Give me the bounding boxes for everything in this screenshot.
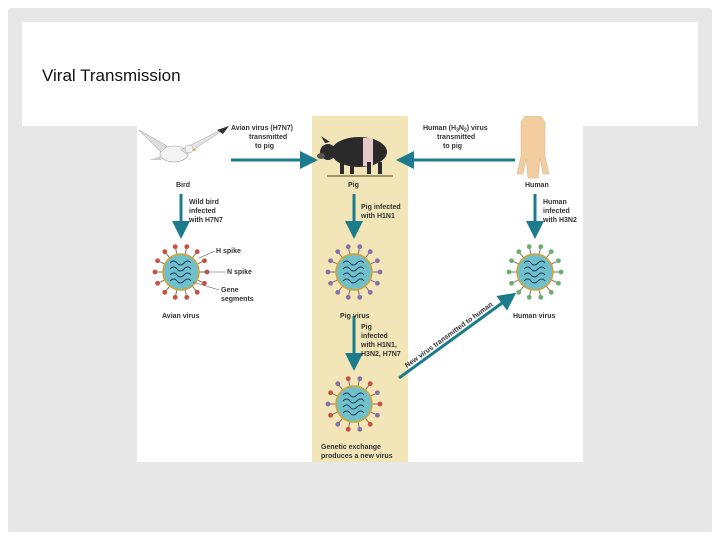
virus-spike-tip <box>548 289 554 295</box>
virus-spike-tip <box>509 280 514 286</box>
human-icon <box>516 115 550 179</box>
virus-spike-tip <box>367 249 373 255</box>
human-infected-text: Human infected with H3N2 <box>542 199 577 224</box>
virus-spike-tip <box>335 421 341 427</box>
virus-spike-tip <box>328 258 333 264</box>
virus-spike-tip <box>202 280 207 286</box>
pig-multi-infected-text: Pig infected with H1N1, H3N2, H7N7 <box>360 324 401 358</box>
virus-spike-tip <box>162 289 168 295</box>
virus-spike-tip <box>328 390 333 396</box>
virus-spike-tip <box>558 269 564 275</box>
bird-icon <box>138 125 230 163</box>
human-virus-particle <box>506 244 564 300</box>
virus-spike-tip <box>194 249 200 255</box>
virus-spike-tip <box>184 244 190 250</box>
new-virus-text: New virus transmitted to human <box>404 301 494 369</box>
virus-spike-tip <box>335 249 341 255</box>
h-spike-callout <box>198 250 216 259</box>
virus-spike-tip <box>367 381 373 387</box>
virus-spike-tip <box>172 244 178 250</box>
virus-spike-tip <box>526 244 532 250</box>
virus-spike-tip <box>367 289 373 295</box>
virus-spike-tip <box>194 289 200 295</box>
virus-spike-tip <box>506 269 512 275</box>
gene-segments <box>169 260 192 284</box>
virus-spike-tip <box>328 280 333 286</box>
virus-spike-tip <box>377 269 383 275</box>
virus-spike-tip <box>345 294 351 300</box>
pig-label: Pig <box>348 182 359 189</box>
virus-envelope <box>335 253 373 291</box>
title-area <box>22 22 698 126</box>
transmission-diagram: Bird Pig Human Avian virus (H7N7) transm… <box>138 115 577 462</box>
gene-segments <box>342 260 365 284</box>
gene-segments-label: Gene segments <box>221 287 254 303</box>
virus-spike-tip <box>328 412 333 418</box>
virus-spike-tip <box>516 289 522 295</box>
human-label: Human <box>525 182 549 189</box>
virus-spike-tip <box>538 294 544 300</box>
virus-spike-tip <box>152 269 158 275</box>
virus-spike-tip <box>548 249 554 255</box>
virus-spike-tip <box>509 258 514 264</box>
virus-spike-tip <box>375 390 380 396</box>
pig-icon <box>317 136 393 177</box>
virus-spike-tip <box>516 249 522 255</box>
virus-spike-tip <box>335 381 341 387</box>
virus-spike-tip <box>345 376 351 382</box>
wild-bird-text: Wild bird infected with H7N7 <box>188 199 223 224</box>
pig-virus-particle <box>325 244 383 300</box>
virus-spike-tip <box>526 294 532 300</box>
virus-spike-tip <box>357 244 363 250</box>
pig-infected-text: Pig infected with H1N1 <box>360 204 403 220</box>
virus-spike-tip <box>325 269 331 275</box>
virus-spike-tip <box>377 401 383 407</box>
arrow-new-virus-to-human <box>398 292 517 380</box>
virus-spike-tip <box>345 244 351 250</box>
slide-title: Viral Transmission <box>42 66 181 85</box>
virus-spike-tip <box>172 294 178 300</box>
gene-segments <box>342 392 365 416</box>
virus-spike-tip <box>162 249 168 255</box>
human-virus-label: Human virus <box>513 313 556 320</box>
virus-spike-tip <box>155 258 160 264</box>
virus-spike-tip <box>375 280 380 286</box>
virus-envelope <box>335 385 373 423</box>
virus-spike-tip <box>556 280 561 286</box>
virus-spike-tip <box>357 426 363 432</box>
virus-spike-tip <box>335 289 341 295</box>
n-spike-label: N spike <box>227 269 252 276</box>
genetic-exchange-text: Genetic exchange produces a new virus <box>321 444 393 460</box>
transmission-figure: Bird Pig Human Avian virus (H7N7) transm… <box>137 115 583 462</box>
virus-spike-tip <box>367 421 373 427</box>
virus-envelope <box>516 253 554 291</box>
virus-spike-tip <box>357 376 363 382</box>
human-to-pig-text: Human (H3N2) virus transmitted to pig <box>423 125 490 150</box>
virus-spike-tip <box>375 412 380 418</box>
virus-spike-tip <box>375 258 380 264</box>
virus-spike-tip <box>538 244 544 250</box>
virus-spike-tip <box>155 280 160 286</box>
gene-segments <box>523 260 546 284</box>
virus-spike-tip <box>345 426 351 432</box>
virus-spike-tip <box>325 401 331 407</box>
virus-spike-tip <box>357 294 363 300</box>
avian-to-pig-text: Avian virus (H7N7) transmitted to pig <box>231 125 295 150</box>
virus-spike-tip <box>556 258 561 264</box>
avian-virus-particle <box>152 244 210 300</box>
bird-label: Bird <box>176 182 190 189</box>
new-virus-particle <box>325 376 383 432</box>
virus-envelope <box>162 253 200 291</box>
virus-spike-tip <box>184 294 190 300</box>
virus-spike-tip <box>202 258 207 264</box>
h-spike-label: H spike <box>216 248 241 255</box>
avian-virus-label: Avian virus <box>162 313 200 320</box>
pig-virus-label: Pig virus <box>340 313 370 320</box>
gene-segments-callout <box>192 281 220 291</box>
